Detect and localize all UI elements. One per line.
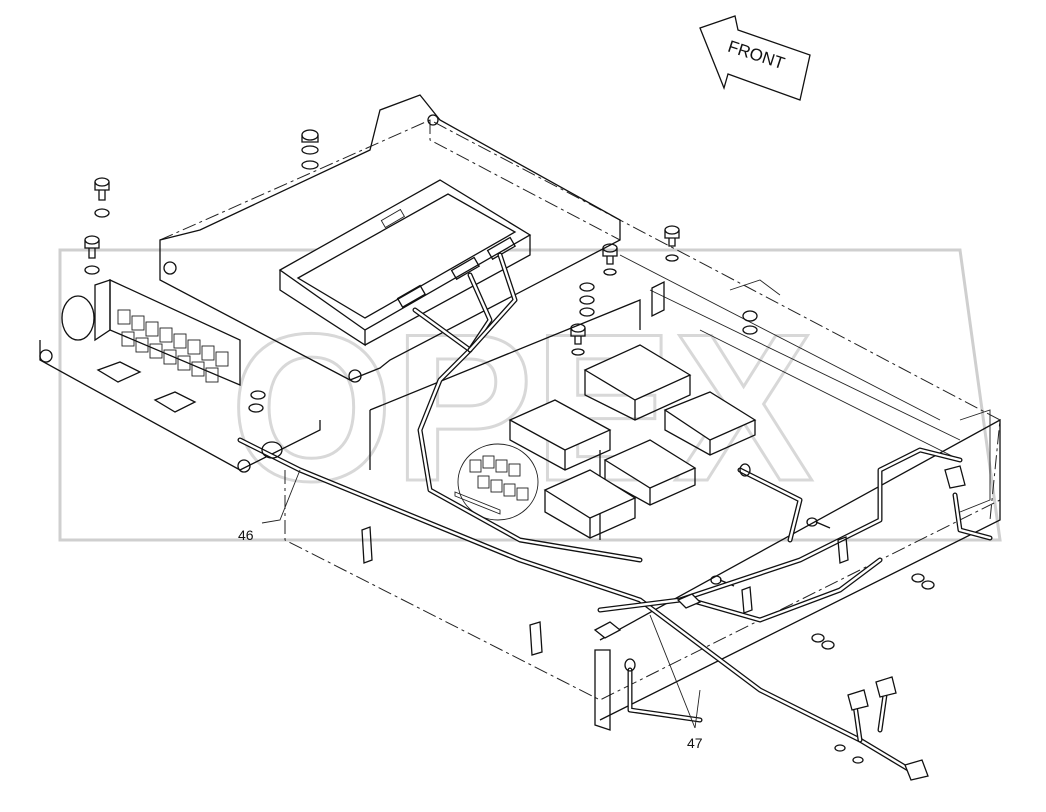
relay-modules bbox=[369, 299, 757, 540]
front-direction-arrow: FRONT bbox=[699, 15, 811, 101]
watermark: OPEX bbox=[58, 248, 1002, 542]
nut bbox=[742, 310, 758, 322]
washer bbox=[742, 325, 758, 335]
callout-47-label: 47 bbox=[687, 735, 703, 751]
relay-box bbox=[583, 344, 692, 421]
callout-47: 47 bbox=[649, 614, 703, 751]
wiring-harness bbox=[237, 252, 993, 781]
relay-box bbox=[508, 399, 612, 471]
bolt bbox=[84, 235, 100, 259]
washer bbox=[571, 348, 585, 356]
washer bbox=[248, 403, 264, 413]
base-frame bbox=[159, 119, 1001, 731]
washer bbox=[579, 295, 595, 305]
bolt bbox=[806, 517, 831, 529]
relay-box bbox=[663, 391, 757, 456]
washer bbox=[250, 390, 266, 400]
harness-clamps bbox=[361, 280, 849, 656]
washer bbox=[301, 145, 319, 155]
relay-cluster bbox=[454, 443, 539, 521]
nut bbox=[921, 580, 935, 590]
nut bbox=[811, 633, 825, 643]
bolt bbox=[664, 225, 680, 247]
callout-46: 46 bbox=[238, 469, 301, 543]
washer bbox=[603, 268, 617, 276]
nut bbox=[821, 640, 835, 650]
nut bbox=[301, 129, 319, 143]
nut bbox=[911, 573, 925, 583]
washer bbox=[665, 254, 679, 262]
relay-block-left bbox=[61, 278, 241, 413]
washer bbox=[94, 208, 110, 218]
bolt bbox=[94, 177, 110, 201]
left-mounting-plate bbox=[39, 94, 621, 473]
washer bbox=[579, 307, 595, 317]
relay-box bbox=[543, 469, 637, 539]
washer bbox=[301, 160, 319, 170]
fasteners bbox=[84, 129, 935, 650]
relay-box bbox=[603, 439, 697, 506]
washer bbox=[84, 265, 100, 275]
callout-46-label: 46 bbox=[238, 527, 254, 543]
bolt bbox=[602, 243, 618, 265]
nut bbox=[579, 282, 595, 292]
